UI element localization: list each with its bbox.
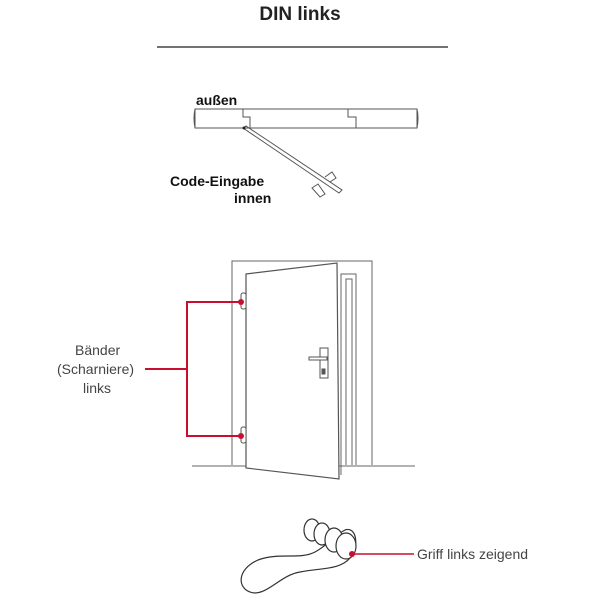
door-leaf <box>245 262 340 480</box>
handle-callout <box>349 551 414 557</box>
top-view-wall <box>193 108 419 129</box>
top-view-door-leaf <box>242 125 343 198</box>
hinge-label-line2: (Scharniere) <box>57 361 135 377</box>
diagram-title: DIN links <box>259 4 341 25</box>
hinge-label-line3: links <box>83 380 112 396</box>
hinge-bottom-marker <box>238 433 244 439</box>
code-entry-label: Code-Eingabe <box>170 173 265 189</box>
door-frame <box>231 260 373 475</box>
handle-label: Griff links zeigend <box>417 546 529 562</box>
hinge-callout <box>145 301 242 437</box>
door-handle <box>308 347 329 379</box>
outside-label: außen <box>196 92 238 108</box>
hinge-label-line1: Bänder <box>75 342 121 358</box>
lever-handle <box>240 518 357 594</box>
inside-label: innen <box>234 190 272 206</box>
top-view-hinge-point <box>242 126 246 130</box>
hinge-top-marker <box>238 299 244 305</box>
